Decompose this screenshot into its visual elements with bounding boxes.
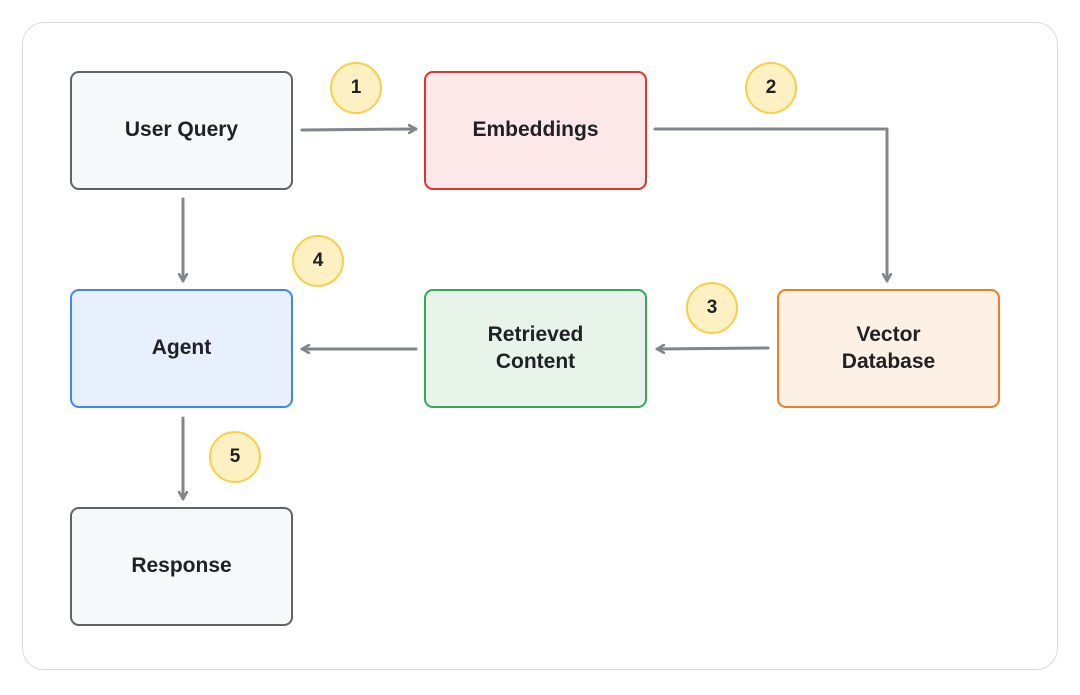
- step-badge-3: 3: [686, 282, 738, 334]
- node-response-label: Response: [131, 554, 232, 578]
- node-embeddings-label: Embeddings: [472, 118, 599, 142]
- node-vector-database: Vector Database: [777, 289, 1000, 408]
- step-badge-4: 4: [292, 235, 344, 287]
- node-agent-label: Agent: [151, 336, 212, 360]
- node-user-query-label: User Query: [124, 118, 239, 142]
- step-badge-5: 5: [209, 431, 261, 483]
- node-embeddings: Embeddings: [424, 71, 647, 190]
- node-response: Response: [70, 507, 293, 626]
- node-agent: Agent: [70, 289, 293, 408]
- node-user-query: User Query: [70, 71, 293, 190]
- arrow-vectordb-retrieved: [655, 348, 770, 349]
- arrow-userquery-embeddings: [300, 129, 418, 130]
- node-retrieved-content-label: Retrieved Content: [487, 323, 584, 373]
- step-badge-2: 2: [745, 62, 797, 114]
- arrow-embeddings-vectordb: [653, 127, 887, 283]
- node-vector-database-label: Vector Database: [841, 323, 936, 373]
- node-retrieved-content: Retrieved Content: [424, 289, 647, 408]
- step-badge-1: 1: [330, 62, 382, 114]
